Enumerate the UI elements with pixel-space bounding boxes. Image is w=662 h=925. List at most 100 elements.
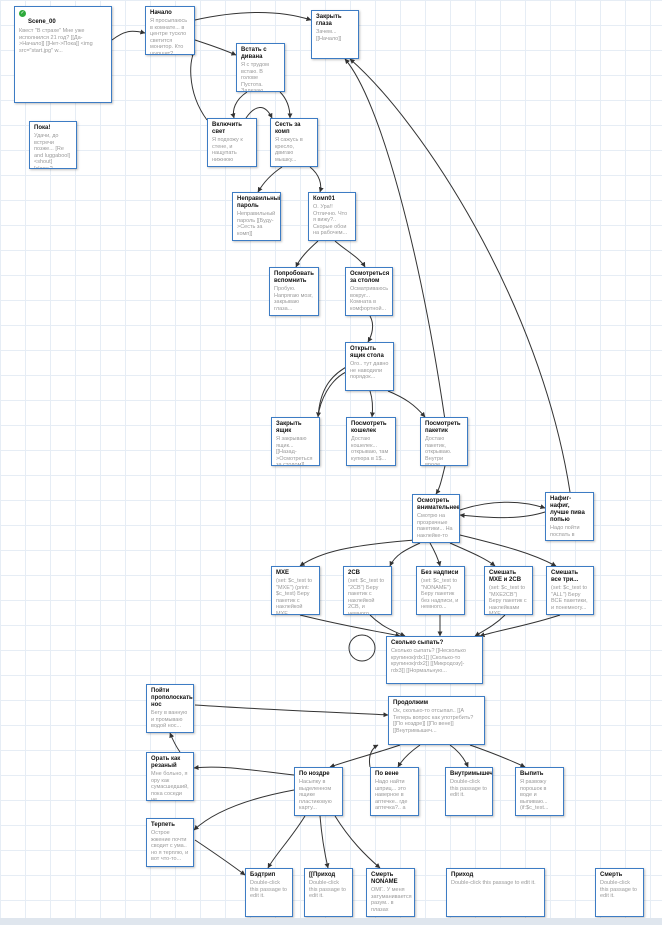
link-arrow [194,12,312,21]
link-arrow [435,465,446,495]
link-arrow [230,91,248,119]
passage-zakryt-glaza[interactable]: Закрыть глаза Зачем... [[Начало]] [311,10,359,59]
passage-otkryt-yashik[interactable]: Открыть ящик стола Ого.. тут давно не на… [345,342,394,391]
passage-badtrip[interactable]: Бэдтрип Double-click this passage to edi… [245,868,293,917]
link-arrow [245,107,273,119]
passage-excerpt: Надо найти шприц... это наверное в аптеч… [375,779,408,812]
passage-smeshat[interactable]: Смешать МХЕ и 2CB (set: $c_test to "MXE2… [484,566,533,615]
link-arrow [316,371,347,418]
passage-title: 2CB [348,570,361,576]
passage-po-vene[interactable]: По вене Надо найти шприц... это наверное… [370,767,419,816]
passage-terpet[interactable]: Терпеть Острое жжение почти сводит с ума… [146,818,194,867]
passage-mxe[interactable]: МХЕ (set: $c_test to "MXE") (print: $c_t… [271,566,320,615]
passage-excerpt: Я развожу порошок в воде и выпиваю... (i… [520,779,549,812]
link-arrow [309,166,324,193]
passage-vkl-svet[interactable]: Включить свет Я подхожу к стене, и нащуп… [207,118,257,167]
self-loop-arrow [348,634,376,662]
link-arrow [267,815,306,869]
horizontal-scrollbar[interactable] [0,918,662,925]
passage-excerpt: Достаю пакетик, открываю. Внутри вроде..… [425,436,452,466]
passage-nachalo[interactable]: Начало Я просыпаюсь в комнате... в центр… [145,6,195,55]
link-arrow [469,744,526,768]
passage-title: Неправильный пароль [237,196,281,209]
passage-excerpt: О. Ура!! Отлично. Что я вижу?.. Скорые о… [313,204,348,237]
passage-vstat[interactable]: Встать с дивана Я с трудом встаю. В голо… [236,43,285,92]
passage-excerpt: (set: $c_test to "2CB") Беру пакетик с н… [348,578,385,615]
passage-excerpt: Double-click this passage to edit it. [600,880,637,900]
link-arrow [319,815,330,869]
passage-title: Закрыть ящик [276,421,302,434]
passage-vypit[interactable]: Выпить Я развожу порошок в воде и выпива… [515,767,564,816]
passage-title: Терпеть [151,822,175,828]
passage-poka[interactable]: Пока! Удачи, до встречи позже... [Re and… [29,121,77,169]
passage-title: Scene_00 [28,19,56,25]
passage-title: Сесть за комп [275,122,301,135]
passage-prihod[interactable]: Приход Double-click this passage to edit… [446,868,545,917]
passage-excerpt: Достаю кошелек... открываю, там купюра в… [351,436,389,462]
passage-koshelek[interactable]: Посмотреть кошелек Достаю кошелек... отк… [346,417,396,466]
passage-zakryt-yashik[interactable]: Закрыть ящик Я закрываю ящик... [[Назад-… [271,417,320,466]
passage-2cb[interactable]: 2CB (set: $c_test to "2CB") Беру пакетик… [343,566,392,615]
link-arrow [429,542,442,567]
link-arrow [189,51,208,121]
passage-osm-vnimatelnee[interactable]: Осмотреть внимательнее Смотрю на прозрач… [412,494,460,543]
passage-title: Пока! [34,125,51,131]
passage-excerpt: Насыпку в выделенном ящике пластиковую к… [299,779,332,812]
link-arrow [459,501,546,511]
passage-poiti[interactable]: Пойти прополоскать нос Бегу в ванную и п… [146,684,194,733]
passage-osm-za-stolom[interactable]: Осмотреться за столом Осматриваюсь вокру… [345,267,393,316]
passage-excerpt: Я просыпаюсь в комнате... в центре тускл… [150,18,188,55]
passage-smeshat-vse[interactable]: Смешать все три... (set: $c_test to "ALL… [546,566,594,615]
passage-sest-za-komp[interactable]: Сесть за комп Я сажусь в кресло, двигаю … [270,118,318,167]
passage-nafig[interactable]: Нафиг-нафиг, лучше пива попью Надо пойти… [545,492,594,541]
passage-komp01[interactable]: Комп01 О. Ура!! Отлично. Что я вижу?.. С… [308,192,356,241]
passage-prodoljim[interactable]: Продолжим Ок, сколько-то отсыпал.. [[А Т… [388,696,485,745]
link-arrow [299,614,401,638]
passage-title: Смешать все три... [551,570,579,583]
passage-title: Осмотреться за столом [350,271,390,284]
passage-prihod-bracket[interactable]: [[Приход Double-click this passage to ed… [304,868,353,917]
passage-title: Смерть NONAME [371,872,398,885]
passage-scene00[interactable]: ✓Scene_00 Квест "В страхе" Мне уже испол… [14,6,112,103]
link-arrow [474,614,506,637]
passage-vnutrimyshechno[interactable]: Внутримышечно Double-click this passage … [445,767,493,816]
link-arrow [329,744,401,768]
passage-title: Посмотреть пакетик [425,421,461,434]
passage-excerpt: (set: $c_test to "NONAME") Беру пакетик … [421,578,459,611]
passage-neprav-parol[interactable]: Неправильный пароль Неправильный пароль … [232,192,281,241]
link-arrow [479,614,561,638]
link-arrow [389,542,421,567]
link-arrow [257,166,283,193]
passage-excerpt: Острое жжение почти сводит с ума.. но я … [151,830,189,863]
passage-title: Без надписи [421,570,459,576]
passage-title: Смерть [600,872,623,878]
link-arrow [369,390,375,418]
passage-title: Начало [150,10,172,16]
passage-excerpt: Неправильный пароль [[Буду->Сесть за ком… [237,211,276,237]
passage-excerpt: Ого.. тут давно не наводили порядок... [350,361,389,381]
passage-smert-noname[interactable]: Смерть NONAME ОМГ.. У меня затуманиваетс… [366,868,415,917]
passage-poprobovat[interactable]: Попробовать вспомнить Пробую. Напрягаю м… [269,267,319,316]
link-arrow [194,704,389,718]
passage-skolko[interactable]: Сколько сыпать? Сколько сыпать? [[Нескол… [386,636,483,684]
passage-excerpt: Удачи, до встречи позже... [Re and lugga… [34,133,71,169]
passage-smert[interactable]: Смерть Double-click this passage to edit… [595,868,644,917]
passage-title: Встать с дивана [241,47,267,60]
passage-orat[interactable]: Орать как резаный Мне больно, я ору как … [146,752,194,801]
passage-excerpt: Я закрываю ящик... [[Назад->Осмотреться … [276,436,313,466]
passage-paketiki[interactable]: Посмотреть пакетик Достаю пакетик, откры… [420,417,468,466]
passage-title: Выпить [520,771,544,777]
passage-excerpt: (set: $c_test to "MXE2CB") Беру пакетик … [489,585,527,615]
passage-title: Закрыть глаза [316,14,342,27]
passage-bez-nadpisi[interactable]: Без надписи (set: $c_test to "NONAME") Б… [416,566,465,615]
passage-po-nozdre[interactable]: По ноздре Насыпку в выделенном ящике пла… [294,767,343,816]
link-arrow [279,91,293,119]
passage-title: Нафиг-нафиг, лучше пива попью [550,496,585,523]
passage-title: МХЕ [276,570,290,576]
passage-title: По вене [375,771,399,777]
passage-title: Попробовать вспомнить [274,271,314,284]
link-arrow [369,614,406,637]
link-arrow [193,789,295,831]
passage-excerpt: (set: $c_test to "ALL") Беру ВСЕ пакетик… [551,585,588,611]
